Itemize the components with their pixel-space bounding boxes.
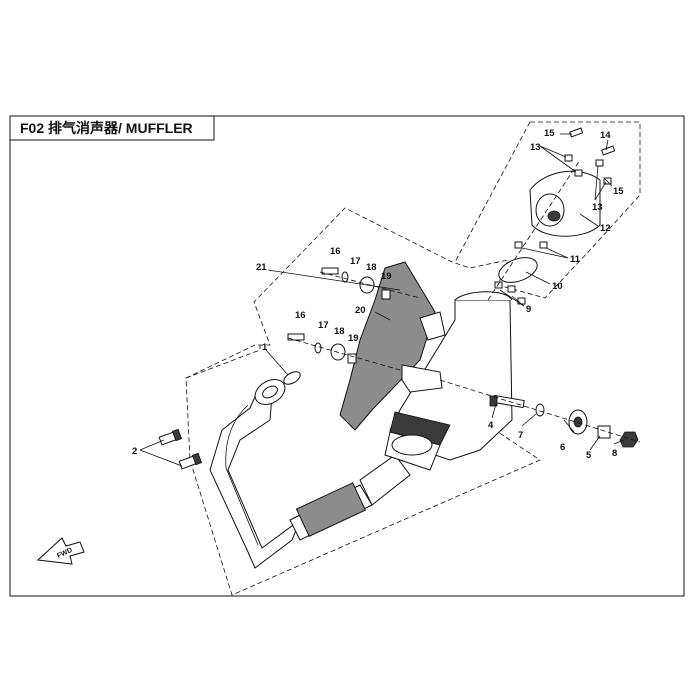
callout-19a: 19 xyxy=(381,271,392,282)
fwd-arrow-icon: FWD xyxy=(36,537,85,565)
diagram-border xyxy=(9,115,685,597)
callout-15a: 15 xyxy=(544,128,555,139)
mount-hardware-lower xyxy=(287,333,357,364)
callout-13b: 13 xyxy=(592,202,603,213)
callout-17b: 17 xyxy=(318,320,329,331)
group-outline-heatshield xyxy=(185,345,261,379)
cap-nuts xyxy=(494,241,548,305)
leader-lines xyxy=(139,133,625,467)
axis-line-cap xyxy=(487,159,581,301)
callout-15b: 15 xyxy=(613,186,624,197)
axis-line-upper xyxy=(319,271,421,299)
callout-2: 2 xyxy=(132,446,137,457)
axis-line-lower xyxy=(287,337,401,371)
callout-18a: 18 xyxy=(366,262,377,273)
axis-line-rear xyxy=(439,379,641,443)
callout-14: 14 xyxy=(600,130,611,141)
header-bolts xyxy=(158,428,203,470)
callout-16b: 16 xyxy=(295,310,306,321)
callout-20: 20 xyxy=(355,305,366,316)
callout-16a: 16 xyxy=(330,246,341,257)
group-outline-muffler xyxy=(185,121,641,596)
heat-shield xyxy=(339,261,446,431)
end-cap xyxy=(529,170,601,237)
callout-11: 11 xyxy=(570,254,581,265)
callout-5: 5 xyxy=(586,450,592,461)
callout-13a: 13 xyxy=(530,142,541,153)
callout-21: 21 xyxy=(256,262,267,273)
callout-17a: 17 xyxy=(350,256,361,267)
header-flange xyxy=(254,379,286,405)
callout-4: 4 xyxy=(488,420,494,431)
group-outline-cap xyxy=(454,121,531,263)
callout-19b: 19 xyxy=(348,333,359,344)
callout-1: 1 xyxy=(262,342,268,353)
callout-12: 12 xyxy=(600,223,611,234)
callout-6: 6 xyxy=(560,442,565,453)
muffler-body xyxy=(384,291,513,471)
callout-10: 10 xyxy=(552,281,563,292)
header-pipe xyxy=(209,389,411,569)
callout-9: 9 xyxy=(526,304,531,315)
callout-7: 7 xyxy=(518,430,523,441)
title-box xyxy=(9,115,215,141)
diagram-title: F02 排气消声器/ MUFFLER xyxy=(20,120,193,136)
callout-labels: 1 2 4 5 6 7 8 9 10 11 12 13 13 14 15 15 … xyxy=(132,128,624,461)
callout-18b: 18 xyxy=(334,326,345,337)
mount-bracket xyxy=(401,364,443,393)
callout-8: 8 xyxy=(612,448,617,459)
rear-mount-hardware xyxy=(489,394,639,448)
